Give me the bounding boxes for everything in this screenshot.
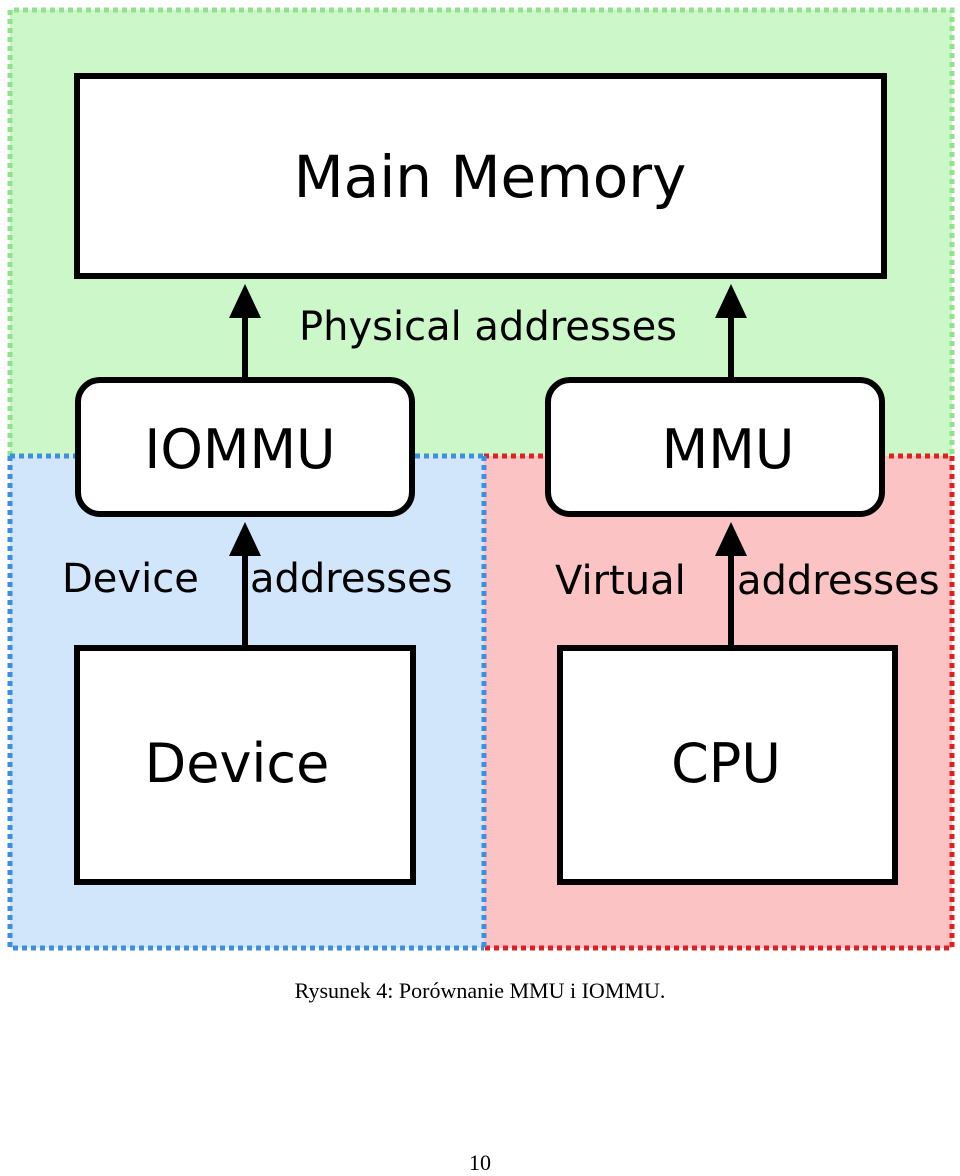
mmu-label: MMU [662,418,795,481]
device-addresses-left-label: Device [62,556,199,602]
page-number: 10 [469,1150,491,1175]
iommu-box [75,377,415,517]
device-box-label: Device [145,732,330,795]
cpu-to-mmu-arrowhead [715,522,747,556]
virtual-addresses-right-label: addresses [737,558,940,604]
device-box [74,645,416,885]
physical-addresses-label: Physical addresses [299,304,677,350]
device-addresses-right-label: addresses [250,556,453,602]
main-memory-box [74,73,887,279]
physical-region-border [7,7,955,456]
iommu-to-memory-arrowhead [229,284,261,318]
mmu-to-memory-arrowhead [715,284,747,318]
mmu-iommu-diagram: Main Memory Physical addresses IOMMU MMU… [7,7,955,951]
figure-caption: Rysunek 4: Porównanie MMU i IOMMU. [294,978,666,1003]
cpu-box-label: CPU [671,732,781,795]
main-memory-label: Main Memory [294,143,687,211]
virtual-addresses-left-label: Virtual [555,558,686,604]
iommu-label: IOMMU [144,418,335,481]
cpu-box [557,645,898,885]
device-to-iommu-arrowhead [229,522,261,556]
mmu-box [545,377,885,517]
